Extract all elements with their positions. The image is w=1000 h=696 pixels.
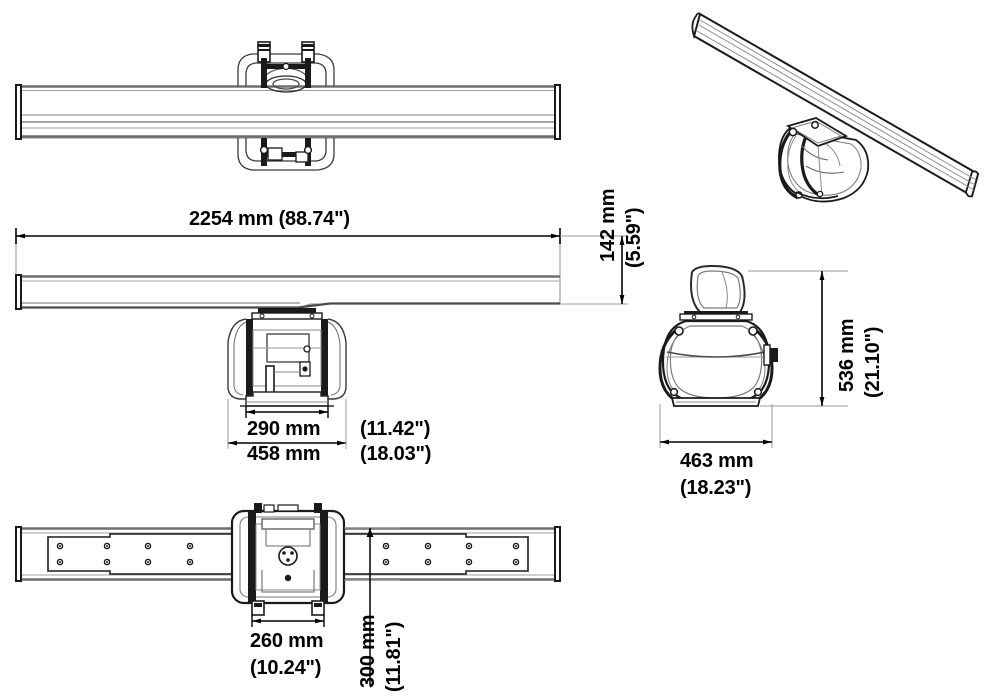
- dimension-label-array-depth-metric: 300 mm: [357, 614, 379, 688]
- dimension-label-pedestal-mount-width-imperial: (11.42"): [360, 418, 431, 440]
- dimension-mount-bolt-spacing: [251, 615, 325, 627]
- dimension-label-pedestal-height-metric: 536 mm: [836, 318, 858, 392]
- dimension-label-mount-bolt-spacing-imperial: (10.24"): [250, 657, 322, 679]
- dimension-label-pedestal-depth-imperial: (18.23"): [680, 477, 752, 499]
- side-view-mount-plate: [679, 311, 753, 321]
- dimension-pedestal-body-width: [227, 399, 347, 449]
- dimension-label-pedestal-height-imperial: (21.10"): [862, 326, 884, 398]
- isometric-pedestal: [778, 117, 870, 203]
- dimension-pedestal-mount-width: [245, 406, 329, 418]
- dimension-label-array-height-imperial: (5.59"): [623, 207, 645, 268]
- top-view: [15, 41, 561, 171]
- dimension-array-height: [560, 235, 628, 305]
- dimension-label-array-height-metric: 142 mm: [597, 188, 619, 262]
- top-view-pedestal-lower: [237, 138, 335, 171]
- dimension-label-pedestal-depth-metric: 463 mm: [680, 450, 754, 472]
- dimension-pedestal-depth: [659, 404, 773, 448]
- dimension-array-depth: [344, 527, 400, 686]
- dimension-label-pedestal-body-width-imperial: (18.03"): [360, 443, 432, 465]
- front-view-pedestal: [227, 308, 347, 407]
- dimension-label-pedestal-body-width-metric: 458 mm: [247, 443, 321, 465]
- dimension-label-array-depth-imperial: (11.81"): [383, 621, 405, 692]
- front-view-array-bar: [15, 274, 561, 310]
- bottom-view: [15, 503, 561, 686]
- dimension-array-length: [15, 228, 561, 276]
- isometric-view: [691, 12, 980, 203]
- bottom-view-left-mount-plate: [47, 533, 233, 575]
- bottom-view-pedestal-footprint: [230, 503, 346, 616]
- dimension-label-mount-bolt-spacing-metric: 260 mm: [250, 630, 324, 652]
- top-view-clamp-hardware-upper: [257, 41, 315, 88]
- side-view: [658, 264, 848, 448]
- bottom-view-right-mount-plate: [343, 533, 529, 575]
- front-view: [15, 228, 628, 449]
- top-view-array-bar: [15, 84, 561, 140]
- side-view-array-section: [690, 264, 746, 313]
- side-view-pedestal-body: [658, 319, 778, 407]
- dimension-pedestal-height: [748, 270, 848, 407]
- dimension-label-pedestal-mount-width-metric: 290 mm: [247, 418, 321, 440]
- dimension-label-array-length: 2254 mm (88.74"): [189, 208, 350, 230]
- isometric-array-bar: [691, 12, 980, 198]
- top-view-clamp-hardware-lower: [259, 138, 313, 166]
